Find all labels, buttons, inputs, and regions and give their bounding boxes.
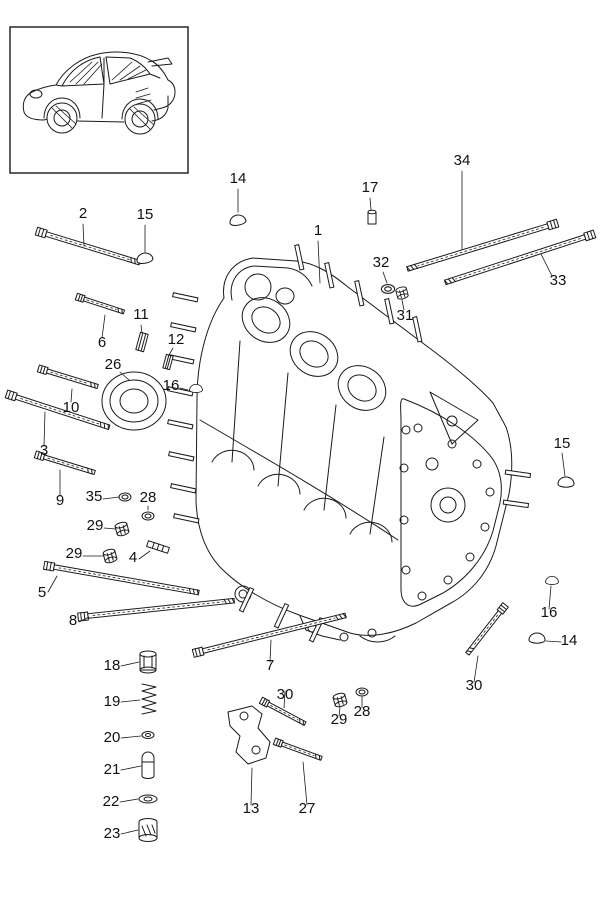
callout-28a[interactable]: 28 [140, 489, 157, 506]
bolt-33 [443, 229, 597, 287]
callout-7[interactable]: 7 [266, 657, 274, 674]
callout-18[interactable]: 18 [104, 657, 121, 674]
stud-4 [146, 540, 170, 554]
callout-3[interactable]: 3 [40, 442, 48, 459]
callout-14a[interactable]: 14 [230, 170, 247, 187]
plug-17 [367, 209, 377, 225]
fasteners-and-parts [4, 209, 597, 842]
bolt-7 [191, 611, 348, 658]
callout-23[interactable]: 23 [104, 825, 121, 842]
nut-29a [114, 520, 130, 538]
bolt-2 [34, 226, 142, 267]
bolt-30-right [464, 602, 509, 657]
callout-22[interactable]: 22 [103, 793, 120, 810]
callout-4[interactable]: 4 [129, 549, 137, 566]
callout-34[interactable]: 34 [454, 152, 471, 169]
callout-13[interactable]: 13 [243, 800, 260, 817]
callout-29b[interactable]: 29 [66, 545, 83, 562]
bolt-10 [36, 364, 100, 391]
callout-15b[interactable]: 15 [554, 435, 571, 452]
bolt-8 [77, 596, 236, 622]
seal-ring-28b [355, 687, 369, 697]
callout-17[interactable]: 17 [362, 179, 379, 196]
vehicle-inset [9, 26, 189, 174]
sealing-cap-14b [528, 632, 546, 644]
callout-29c[interactable]: 29 [331, 711, 348, 728]
bolt-3 [4, 389, 111, 432]
callout-30a[interactable]: 30 [277, 686, 294, 703]
sealing-cap-15a [135, 251, 154, 266]
relief-valve-parts [138, 650, 158, 842]
crankcase-body [168, 245, 531, 642]
callout-29a[interactable]: 29 [87, 517, 104, 534]
sealing-cap-16b [545, 576, 559, 585]
callout-32[interactable]: 32 [373, 254, 390, 271]
callout-21[interactable]: 21 [104, 761, 121, 778]
callout-2[interactable]: 2 [79, 205, 87, 222]
sealing-cap-14a [228, 213, 247, 228]
callout-20[interactable]: 20 [104, 729, 121, 746]
callout-16b[interactable]: 16 [541, 604, 558, 621]
bearing-saddles [199, 340, 399, 543]
callout-8[interactable]: 8 [69, 612, 77, 629]
callout-5[interactable]: 5 [38, 584, 46, 601]
cylinder-openings [241, 297, 387, 411]
callout-11[interactable]: 11 [133, 306, 149, 323]
stud-12 [162, 353, 174, 371]
callout-14b[interactable]: 14 [561, 632, 578, 649]
callout-28b[interactable]: 28 [354, 703, 371, 720]
plug-31 [394, 285, 410, 301]
stud-11 [135, 331, 149, 353]
end-face [399, 391, 502, 607]
sealing-cap-16a [189, 383, 203, 393]
sealing-cap-15b [557, 476, 575, 488]
nut-29c [332, 691, 348, 709]
callout-12[interactable]: 12 [168, 331, 185, 348]
oil-seal-26 [101, 371, 167, 431]
callout-27[interactable]: 27 [299, 800, 316, 817]
callout-15a[interactable]: 15 [137, 206, 154, 223]
callout-31[interactable]: 31 [397, 307, 414, 324]
bolt-5 [42, 560, 200, 597]
seal-ring-32 [380, 284, 396, 294]
callout-1[interactable]: 1 [314, 222, 322, 239]
car-icon [22, 51, 176, 135]
callout-33[interactable]: 33 [550, 272, 567, 289]
bracket-13 [227, 705, 271, 765]
callout-9[interactable]: 9 [56, 492, 64, 509]
bolt-27 [272, 737, 324, 763]
bolt-34 [405, 218, 560, 274]
callout-30b[interactable]: 30 [466, 677, 483, 694]
callouts: 2 15 14 17 34 33 1 32 31 11 6 12 26 16 1… [38, 152, 578, 842]
leader-lines [43, 170, 566, 835]
callout-19[interactable]: 19 [104, 693, 121, 710]
seal-ring-35 [118, 492, 132, 502]
callout-35[interactable]: 35 [86, 488, 103, 505]
nut-29b [102, 547, 118, 565]
callout-10[interactable]: 10 [63, 399, 80, 416]
inset-border [9, 26, 189, 174]
bolt-6 [74, 292, 126, 316]
callout-26[interactable]: 26 [105, 356, 122, 373]
seal-ring-28a [141, 511, 155, 521]
callout-16a[interactable]: 16 [163, 377, 180, 394]
callout-6[interactable]: 6 [98, 334, 106, 351]
